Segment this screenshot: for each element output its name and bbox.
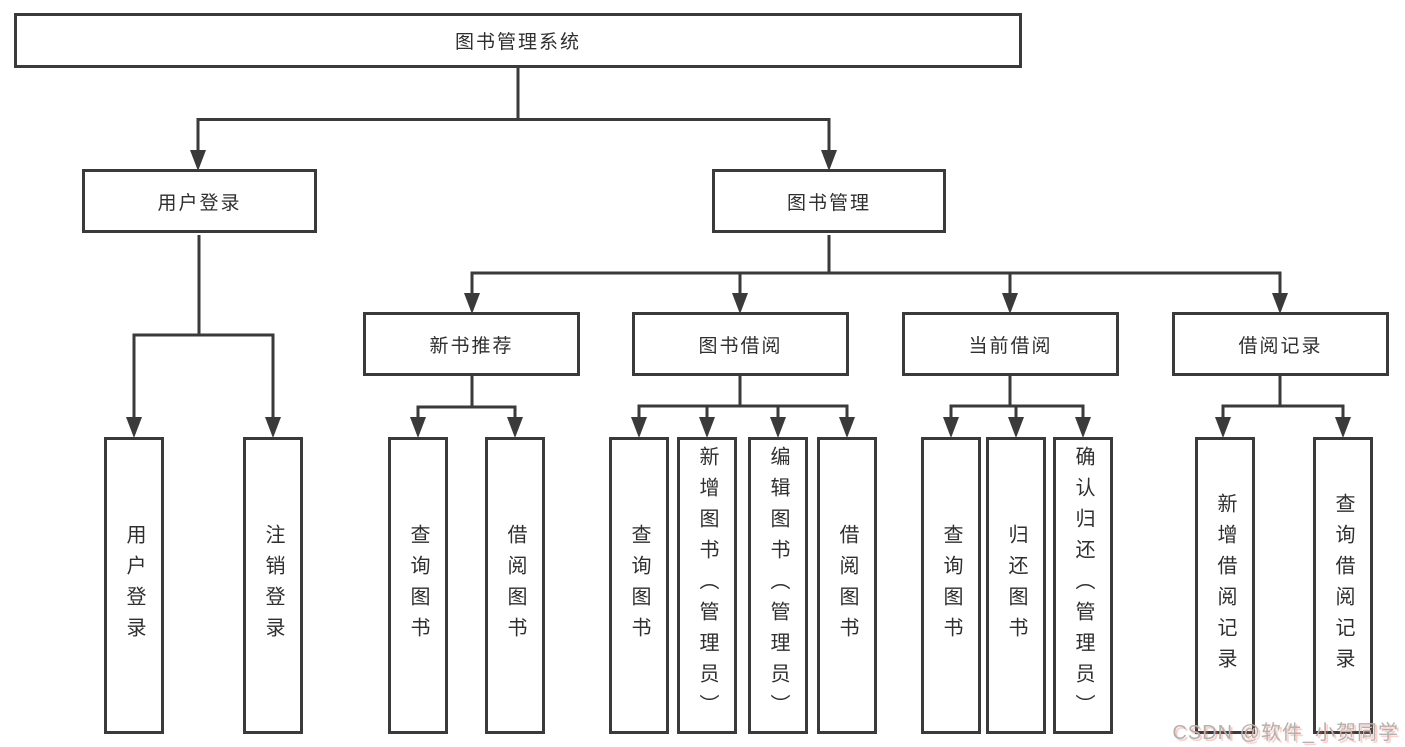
- arrowhead-down-icon: [839, 417, 855, 438]
- watermark: CSDN @软件_小贺同学: [1172, 722, 1399, 744]
- connector-root-to-level2: [196, 68, 831, 152]
- arrowhead-down-icon: [699, 417, 715, 438]
- connector-new-book-to-leaves: [416, 376, 517, 420]
- leaf-query-borrow-record: 查询借阅记录: [1313, 437, 1373, 734]
- arrowhead-down-icon: [126, 417, 142, 438]
- arrowhead-down-icon: [410, 417, 426, 438]
- node-book-management: 图书管理: [712, 169, 946, 233]
- node-book-borrowing: 图书借阅: [632, 312, 849, 376]
- arrowhead-down-icon: [1272, 293, 1288, 314]
- arrowhead-down-icon: [1215, 417, 1231, 438]
- leaf-logout: 注销登录: [243, 437, 303, 734]
- leaf-query-book-recommend: 查询图书: [388, 437, 448, 734]
- arrowhead-down-icon: [1002, 293, 1018, 314]
- arrowhead-down-icon: [190, 150, 206, 171]
- connector-user-login-to-leaves: [132, 235, 275, 420]
- leaf-edit-book-admin: 编辑图书（管理员）: [748, 437, 808, 734]
- arrowhead-down-icon: [732, 293, 748, 314]
- arrowhead-down-icon: [1335, 417, 1351, 438]
- connector-current-borrow-to-leaves: [949, 376, 1085, 420]
- node-library-management-system: 图书管理系统: [14, 13, 1022, 68]
- arrowhead-down-icon: [631, 417, 647, 438]
- leaf-borrow-book: 借阅图书: [817, 437, 877, 734]
- leaf-query-book-current: 查询图书: [921, 437, 981, 734]
- leaf-return-book: 归还图书: [986, 437, 1046, 734]
- leaf-confirm-return-admin: 确认归还（管理员）: [1053, 437, 1113, 734]
- node-borrowing-records: 借阅记录: [1172, 312, 1389, 376]
- leaf-add-borrow-record: 新增借阅记录: [1195, 437, 1255, 734]
- node-current-borrowing: 当前借阅: [902, 312, 1119, 376]
- arrowhead-down-icon: [1075, 417, 1091, 438]
- arrowhead-down-icon: [770, 417, 786, 438]
- leaf-add-book-admin: 新增图书（管理员）: [677, 437, 737, 734]
- connector-book-management-to-level3: [470, 235, 1282, 295]
- arrowhead-down-icon: [943, 417, 959, 438]
- connector-borrow-record-to-leaves: [1221, 376, 1345, 420]
- arrowhead-down-icon: [507, 417, 523, 438]
- arrowhead-down-icon: [265, 417, 281, 438]
- leaf-borrow-book-recommend: 借阅图书: [485, 437, 545, 734]
- connector-book-borrow-to-leaves: [637, 376, 849, 420]
- leaf-user-login: 用户登录: [104, 437, 164, 734]
- node-new-book-recommendation: 新书推荐: [363, 312, 580, 376]
- node-user-login: 用户登录: [82, 169, 317, 233]
- leaf-query-book-borrow: 查询图书: [609, 437, 669, 734]
- arrowhead-down-icon: [821, 150, 837, 171]
- arrowhead-down-icon: [1008, 417, 1024, 438]
- arrowhead-down-icon: [464, 293, 480, 314]
